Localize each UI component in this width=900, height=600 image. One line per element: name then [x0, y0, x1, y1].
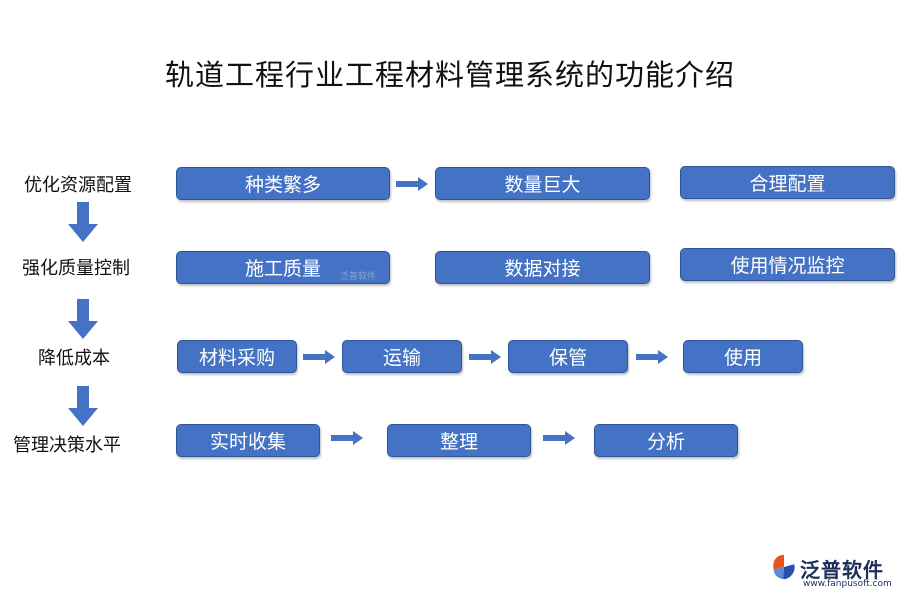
row-label-decision: 管理决策水平: [13, 435, 121, 456]
right-arrow-icon: [396, 177, 428, 191]
logo-name: 泛普软件: [800, 558, 884, 582]
right-arrow-icon: [331, 431, 363, 445]
down-arrow-icon: [68, 386, 98, 426]
box-analysis: 分析: [594, 424, 738, 457]
down-arrow-icon: [68, 202, 98, 242]
box-transport: 运输: [342, 340, 462, 373]
page-title: 轨道工程行业工程材料管理系统的功能介绍: [164, 58, 735, 92]
box-large-quantity: 数量巨大: [435, 167, 650, 200]
logo-url: www.fanpusoft.com: [803, 579, 892, 589]
watermark: 泛普软件: [340, 272, 377, 282]
box-usage: 使用: [683, 340, 803, 373]
box-variety: 种类繁多: [176, 167, 390, 200]
box-data-docking: 数据对接: [435, 251, 650, 284]
right-arrow-icon: [543, 431, 575, 445]
box-realtime-collection: 实时收集: [176, 424, 320, 457]
right-arrow-icon: [303, 350, 335, 364]
box-storage: 保管: [508, 340, 628, 373]
down-arrow-icon: [68, 299, 98, 339]
box-material-purchase: 材料采购: [177, 340, 297, 373]
box-construction-quality: 施工质量: [176, 251, 390, 284]
box-organize: 整理: [387, 424, 531, 457]
right-arrow-icon: [636, 350, 668, 364]
box-usage-monitoring: 使用情况监控: [680, 248, 895, 281]
row-label-quality: 强化质量控制: [22, 258, 130, 279]
right-arrow-icon: [469, 350, 501, 364]
row-label-resource: 优化资源配置: [24, 175, 132, 196]
row-label-cost: 降低成本: [38, 348, 110, 369]
fanpu-logo-icon: [773, 554, 795, 580]
box-rational-allocation: 合理配置: [680, 166, 895, 199]
